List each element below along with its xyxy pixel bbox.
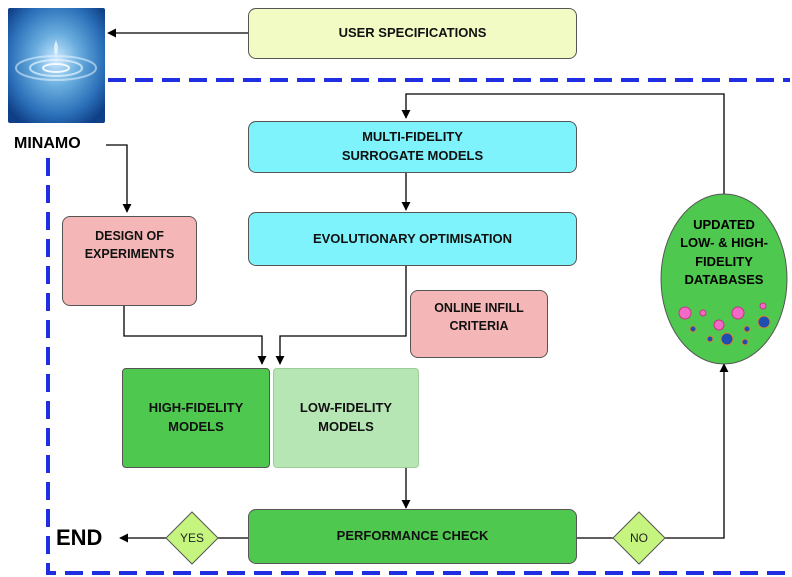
design-of-experiments-label: DESIGN OF EXPERIMENTS <box>84 229 175 262</box>
evolutionary-label: EVOLUTIONARY OPTIMISATION <box>312 230 513 246</box>
high-fidelity-label: HIGH-FIDELITY MODELS <box>148 400 244 434</box>
end-label: END <box>56 525 103 550</box>
multi-fidelity-surrogate-box: MULTI-FIDELITY SURROGATE MODELS <box>248 121 577 173</box>
minamo-water-logo-icon <box>8 8 105 123</box>
connectors <box>106 28 729 543</box>
no-decision-diamond <box>612 511 666 565</box>
yes-label: YES <box>179 531 204 545</box>
updated-databases-ellipse <box>660 193 788 365</box>
low-fidelity-models-box: LOW-FIDELITY MODELS <box>273 368 419 468</box>
high-fidelity-models-box: HIGH-FIDELITY MODELS <box>122 368 270 468</box>
performance-check-box: PERFORMANCE CHECK <box>248 509 577 564</box>
low-fidelity-label: LOW-FIDELITY MODELS <box>299 400 393 434</box>
database-dots <box>678 302 771 346</box>
no-label: NO <box>630 531 648 545</box>
minamo-dashed-frame <box>46 78 790 575</box>
evolutionary-optimisation-box: EVOLUTIONARY OPTIMISATION <box>248 212 577 266</box>
user-specifications-label: USER SPECIFICATIONS <box>338 25 487 41</box>
user-specifications-box: USER SPECIFICATIONS <box>248 8 577 59</box>
updated-databases-label: UPDATED LOW- & HIGH- FIDELITY DATABASES <box>680 217 768 288</box>
design-of-experiments-box: DESIGN OF EXPERIMENTS <box>62 216 197 306</box>
online-infill-box: ONLINE INFILL CRITERIA <box>410 290 548 358</box>
online-infill-label: ONLINE INFILL CRITERIA <box>434 301 524 334</box>
performance-check-label: PERFORMANCE CHECK <box>336 528 489 544</box>
yes-decision-diamond <box>165 511 219 565</box>
multi-fidelity-label: MULTI-FIDELITY SURROGATE MODELS <box>341 129 484 163</box>
minamo-label: MINAMO <box>14 135 81 152</box>
